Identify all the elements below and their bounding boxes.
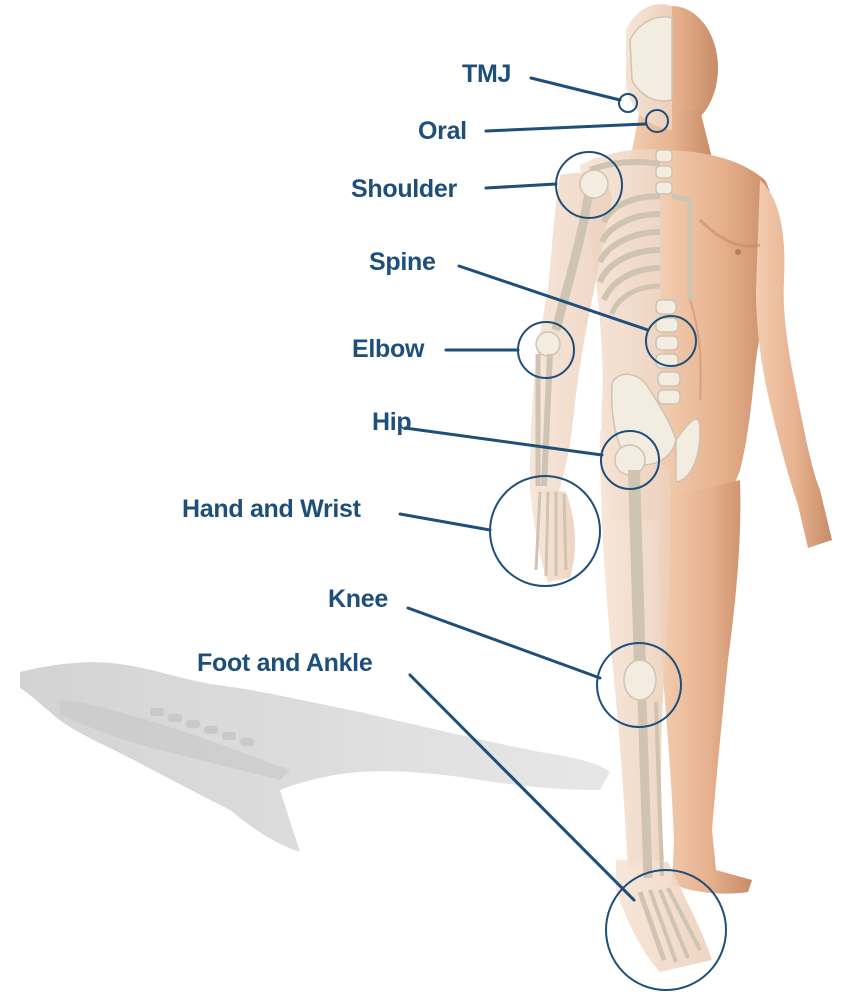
leader-line-oral: [486, 124, 645, 131]
leader-line-tmj: [531, 78, 620, 100]
floor-shadow: [20, 662, 610, 852]
label-elbow[interactable]: Elbow: [352, 337, 424, 362]
label-oral[interactable]: Oral: [418, 119, 467, 144]
label-foot-and-ankle[interactable]: Foot and Ankle: [197, 651, 372, 676]
leader-line-hip: [405, 428, 602, 455]
label-hand-and-wrist[interactable]: Hand and Wrist: [182, 497, 361, 522]
label-hip[interactable]: Hip: [372, 410, 411, 435]
leader-line-hand: [400, 514, 490, 530]
label-tmj[interactable]: TMJ: [462, 62, 511, 87]
leader-line-shoulder: [486, 184, 556, 188]
label-shoulder[interactable]: Shoulder: [351, 177, 457, 202]
label-knee[interactable]: Knee: [328, 587, 388, 612]
leader-line-knee: [408, 608, 600, 678]
label-spine[interactable]: Spine: [369, 250, 436, 275]
